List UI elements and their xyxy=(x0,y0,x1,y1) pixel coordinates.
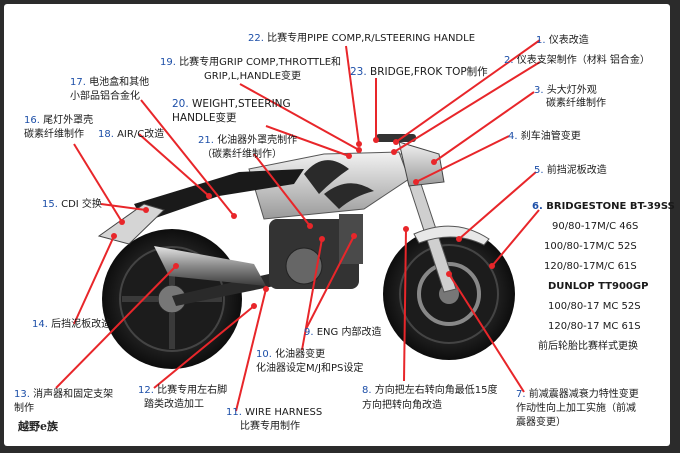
label-10: 10. 化油器变更 xyxy=(256,349,326,360)
label-6-tire-3: 120/80-17M/C 61S xyxy=(544,261,637,272)
label-1: 1. 仪表改造 xyxy=(536,35,589,46)
label-17: 17. 电池盒和其他 xyxy=(70,77,150,88)
label-21-line2: （碳素纤维制作） xyxy=(202,149,282,160)
label-6-tire-5: 120/80-17 MC 61S xyxy=(548,321,641,332)
label-2: 2. 仪表支架制作（材料 铝合金） xyxy=(504,55,650,66)
label-20-line2: HANDLE变更 xyxy=(172,112,237,124)
diagram-canvas: 1. 仪表改造 2. 仪表支架制作（材料 铝合金） 3. 头大灯外观 碳素纤维制… xyxy=(4,4,675,446)
label-15: 15. CDI 交换 xyxy=(42,199,102,210)
label-4: 4. 刹车油管变更 xyxy=(508,131,581,142)
label-16-line2: 碳素纤维制作 xyxy=(24,129,84,140)
label-19: 19. 比赛专用GRIP COMP,THROTTLE和 xyxy=(160,57,342,68)
label-11: 11. WIRE HARNESS xyxy=(226,407,323,418)
label-8: 8. 方向把左右转向角最低15度 xyxy=(362,385,498,396)
label-3: 3. 头大灯外观 xyxy=(534,85,597,96)
label-6-tire-2: 100/80-17M/C 52S xyxy=(544,241,637,252)
label-14: 14. 后挡泥板改造 xyxy=(32,319,112,330)
label-16: 16. 尾灯外罩壳 xyxy=(24,115,94,126)
label-19-line2: GRIP,L,HANDLE变更 xyxy=(204,71,302,82)
motorcycle-illustration xyxy=(97,134,515,369)
leader-lines xyxy=(55,39,541,412)
label-13: 13. 消声器和固定支架 xyxy=(14,389,114,400)
label-23: 23. BRIDGE,FROK TOP制作 xyxy=(350,66,488,78)
label-12-line2: 踏类改造加工 xyxy=(144,399,204,410)
label-17-line2: 小部品铝合金化 xyxy=(70,91,140,102)
label-5: 5. 前挡泥板改造 xyxy=(534,165,607,176)
label-12: 12. 比赛专用左右脚 xyxy=(138,385,228,396)
label-20: 20. WEIGHT,STEERING xyxy=(172,98,291,110)
label-7: 7. 前减震器减衰力特性变更 xyxy=(516,389,639,400)
label-6-tire-1: 90/80-17M/C 46S xyxy=(552,221,639,232)
watermark: 越野e族 xyxy=(18,420,58,433)
label-21: 21. 化油器外罩壳制作 xyxy=(198,135,298,146)
label-6-tire-4: 100/80-17 MC 52S xyxy=(548,301,641,312)
label-7-line2: 作动性向上加工实施（前减 xyxy=(516,403,636,414)
label-13-line2: 制作 xyxy=(14,403,34,414)
label-3-line2: 碳素纤维制作 xyxy=(546,98,606,109)
label-6-note: 前后轮胎比赛样式更换 xyxy=(538,341,638,352)
label-18: 18. AIR/C改造 xyxy=(98,129,165,140)
label-22: 22. 比赛专用PIPE COMP,R/LSTEERING HANDLE xyxy=(248,33,476,44)
label-9: 9. ENG 内部改造 xyxy=(304,327,382,338)
label-7-line3: 震器变更） xyxy=(516,417,566,428)
label-6-brand-2: DUNLOP TT900GP xyxy=(548,281,649,292)
label-6: 6. BRIDGESTONE BT-39SS xyxy=(532,201,675,212)
label-10-line2: 化油器设定M/J和PS设定 xyxy=(256,363,364,374)
label-11-line2: 比赛专用制作 xyxy=(240,421,300,432)
label-8-line2: 方向把转向角改造 xyxy=(362,400,442,411)
